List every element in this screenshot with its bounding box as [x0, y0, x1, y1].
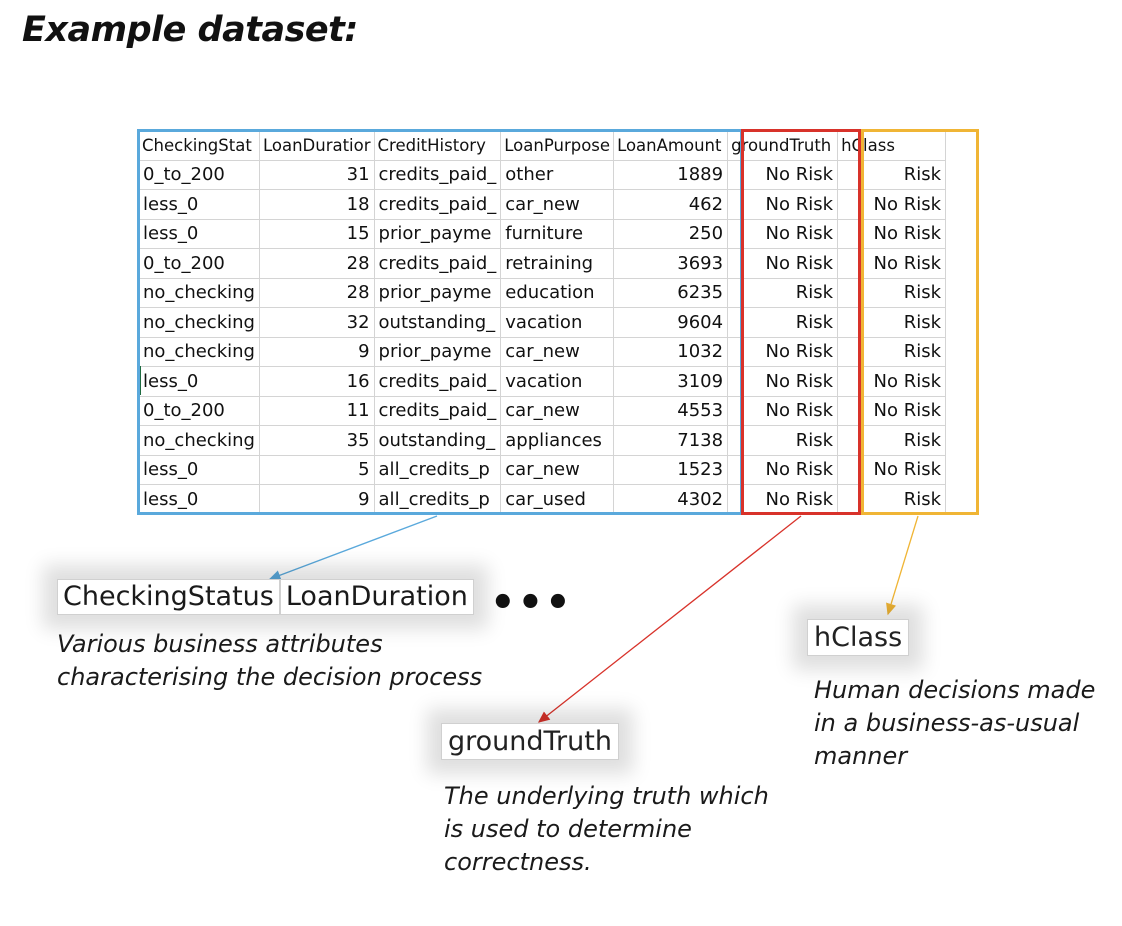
table-cell[interactable]: 31 — [258, 159, 375, 190]
hclass-arrow — [886, 515, 919, 616]
more-attributes-ellipsis: ••• — [490, 580, 573, 626]
attribute-chips: CheckingStatus LoanDuration — [57, 579, 474, 615]
table-cell[interactable]: no_checking — [138, 277, 260, 308]
description-line: manner — [814, 742, 908, 770]
header-cell[interactable]: CreditHistory — [373, 130, 502, 161]
table-cell[interactable]: No Risk — [727, 336, 839, 367]
table-cell[interactable]: Risk — [727, 307, 839, 338]
table-cell[interactable]: 11 — [258, 395, 375, 426]
description-line: characterising the decision process — [57, 663, 483, 691]
table-cell[interactable]: credits_paid_ — [373, 189, 502, 220]
table-cell[interactable]: 1032 — [613, 336, 729, 367]
hclass-chip: hClass — [807, 619, 910, 656]
table-cell[interactable]: car_new — [500, 189, 615, 220]
hclass-description: Human decisions made in a business-as-us… — [814, 674, 1095, 773]
table-cell[interactable]: credits_paid_ — [373, 395, 502, 426]
table-cell[interactable]: prior_payme — [373, 336, 502, 367]
table-cell[interactable]: No Risk — [727, 159, 839, 190]
table-cell[interactable]: car_new — [500, 336, 615, 367]
table-cell[interactable]: car_new — [500, 454, 615, 485]
table-cell[interactable]: No Risk — [837, 218, 947, 249]
attributes-description: Various business attributes characterisi… — [57, 628, 482, 694]
table-cell[interactable]: all_credits_p — [373, 454, 502, 485]
table-cell[interactable]: 18 — [258, 189, 375, 220]
table-cell[interactable]: credits_paid_ — [373, 248, 502, 279]
table-cell[interactable]: less_0 — [138, 366, 260, 397]
table-cell[interactable]: No Risk — [837, 189, 947, 220]
description-line: The underlying truth which — [444, 782, 769, 810]
attributes-arrow — [268, 515, 438, 581]
table-cell[interactable]: less_0 — [138, 484, 260, 515]
dataset-table-body: CheckingStat LoanDuratior CreditHistory … — [138, 130, 947, 515]
header-cell[interactable]: CheckingStat — [138, 130, 260, 161]
description-line: is used to determine — [444, 815, 692, 843]
table-cell[interactable]: vacation — [500, 366, 615, 397]
table-cell[interactable]: Risk — [837, 159, 947, 190]
table-cell[interactable]: appliances — [500, 425, 615, 456]
table-cell[interactable]: 1889 — [613, 159, 729, 190]
table-cell[interactable]: Risk — [837, 307, 947, 338]
header-cell[interactable]: LoanAmount — [613, 130, 729, 161]
table-cell[interactable]: 32 — [258, 307, 375, 338]
description-line: Various business attributes — [57, 630, 383, 658]
description-line: in a business-as-usual — [814, 709, 1080, 737]
table-cell[interactable]: car_new — [500, 395, 615, 426]
table-cell[interactable]: No Risk — [837, 395, 947, 426]
header-cell[interactable]: groundTruth — [727, 130, 839, 161]
table-cell[interactable]: No Risk — [837, 248, 947, 279]
table-cell[interactable]: outstanding_ — [373, 307, 502, 338]
description-line: Human decisions made — [814, 676, 1096, 704]
table-cell[interactable]: education — [500, 277, 615, 308]
table-cell[interactable]: 0_to_200 — [138, 395, 260, 426]
dataset-table: CheckingStat LoanDuratior CreditHistory … — [138, 130, 947, 515]
table-cell[interactable]: No Risk — [727, 218, 839, 249]
ground-truth-chip: groundTruth — [441, 723, 619, 760]
table-header-row: CheckingStat LoanDuratior CreditHistory … — [138, 130, 947, 161]
ground-truth-description: The underlying truth which is used to de… — [444, 780, 769, 879]
table-cell[interactable]: 15 — [258, 218, 375, 249]
header-cell[interactable]: LoanDuratior — [258, 130, 375, 161]
table-cell[interactable]: less_0 — [138, 189, 260, 220]
table-cell[interactable]: No Risk — [727, 189, 839, 220]
table-cell[interactable]: less_0 — [138, 218, 260, 249]
table-cell[interactable]: 4302 — [613, 484, 729, 515]
table-cell[interactable]: 35 — [258, 425, 375, 456]
ground-truth-arrow — [537, 515, 802, 723]
table-cell[interactable]: credits_paid_ — [373, 159, 502, 190]
table-cell[interactable]: No Risk — [727, 395, 839, 426]
table-cell[interactable]: No Risk — [727, 248, 839, 279]
attribute-chip: CheckingStatus — [57, 579, 280, 615]
table-cell[interactable]: outstanding_ — [373, 425, 502, 456]
table-cell[interactable]: No Risk — [837, 366, 947, 397]
table-cell[interactable]: 6235 — [613, 277, 729, 308]
table-cell[interactable]: 7138 — [613, 425, 729, 456]
table-cell[interactable]: all_credits_p — [373, 484, 502, 515]
table-cell[interactable]: 16 — [258, 366, 375, 397]
attribute-chip: LoanDuration — [279, 579, 474, 615]
table-cell[interactable]: 3109 — [613, 366, 729, 397]
table-cell[interactable]: Risk — [837, 484, 947, 515]
table-cell[interactable]: other — [500, 159, 615, 190]
table-cell[interactable]: credits_paid_ — [373, 366, 502, 397]
hclass-column-outline — [861, 129, 979, 515]
description-line: correctness. — [444, 848, 592, 876]
table-cell[interactable]: 0_to_200 — [138, 248, 260, 279]
page-title: Example dataset: — [22, 10, 358, 50]
table-cell[interactable]: Risk — [727, 277, 839, 308]
ground-truth-column-outline — [741, 129, 861, 515]
